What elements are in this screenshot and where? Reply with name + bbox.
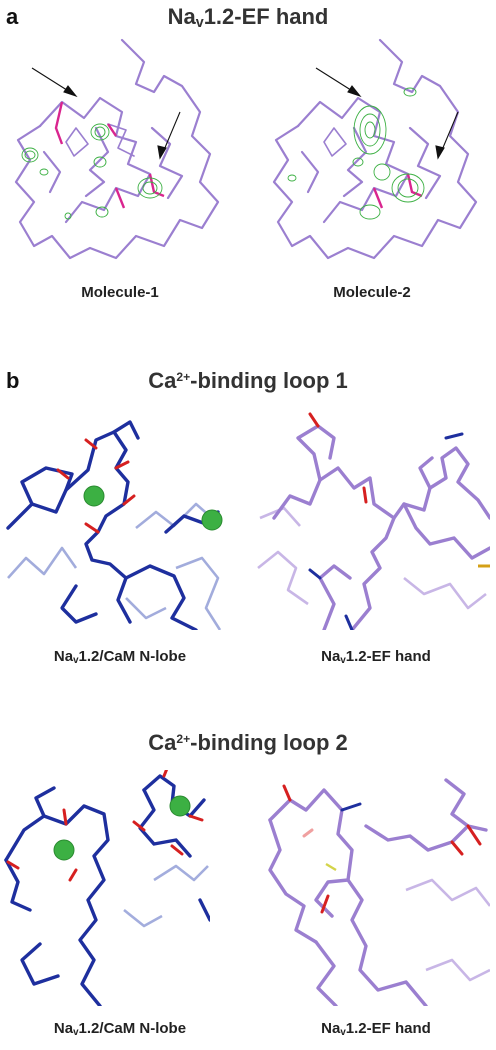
loop1-cam-structure <box>6 420 223 630</box>
loop2-right-caption: Nav1.2-EF hand <box>256 1020 496 1038</box>
loop2-left-caption: Nav1.2/CaM N-lobe <box>0 1020 240 1038</box>
title-na: Na <box>167 4 196 29</box>
title-suffix: 1.2-EF hand <box>203 4 329 29</box>
loop2-ef-hand-structure <box>268 778 490 1006</box>
panel-a-letter: a <box>6 4 19 29</box>
loop1-left-caption: Nav1.2/CaM N-lobe <box>0 648 240 666</box>
caption-molecule-2: Molecule-2 <box>333 284 411 301</box>
caption-na: Na <box>53 1020 74 1037</box>
loop1-ef-hand-structure <box>257 412 490 630</box>
caption-sub-v: v <box>73 654 79 666</box>
caption-suffix: 1.2/CaM N-lobe <box>78 648 187 665</box>
molecule-2-structure <box>272 38 478 260</box>
caption-sub-v: v <box>340 1026 346 1038</box>
loop1-title-sup: 2+ <box>176 369 191 384</box>
caption-suffix: 1.2-EF hand <box>345 1020 431 1037</box>
loop2-title-ca: Ca <box>148 730 177 755</box>
caption-sub-v: v <box>73 1026 79 1038</box>
loop2-title-suffix: -binding loop 2 <box>190 730 348 755</box>
caption-suffix: 1.2-EF hand <box>345 648 431 665</box>
caption-sub-v: v <box>340 654 346 666</box>
loop2-title-sup: 2+ <box>176 731 191 746</box>
loop1-title-ca: Ca <box>148 368 177 393</box>
caption-molecule-1: Molecule-1 <box>81 284 159 301</box>
panel-a-title: Nav1.2-EF hand <box>0 4 496 31</box>
loop1-title-suffix: -binding loop 1 <box>190 368 348 393</box>
caption-na: Na <box>321 1020 341 1037</box>
molecule-1-structure <box>14 38 220 260</box>
caption-na: Na <box>53 648 74 665</box>
loop1-title: Ca2+-binding loop 1 <box>0 368 496 394</box>
caption-suffix: 1.2/CaM N-lobe <box>78 1020 187 1037</box>
title-sub-v: v <box>195 14 204 31</box>
loop2-cam-structure <box>4 770 210 1006</box>
loop2-title: Ca2+-binding loop 2 <box>0 730 496 756</box>
caption-na: Na <box>321 648 341 665</box>
loop1-right-caption: Nav1.2-EF hand <box>256 648 496 666</box>
panel-b-letter: b <box>6 368 20 393</box>
